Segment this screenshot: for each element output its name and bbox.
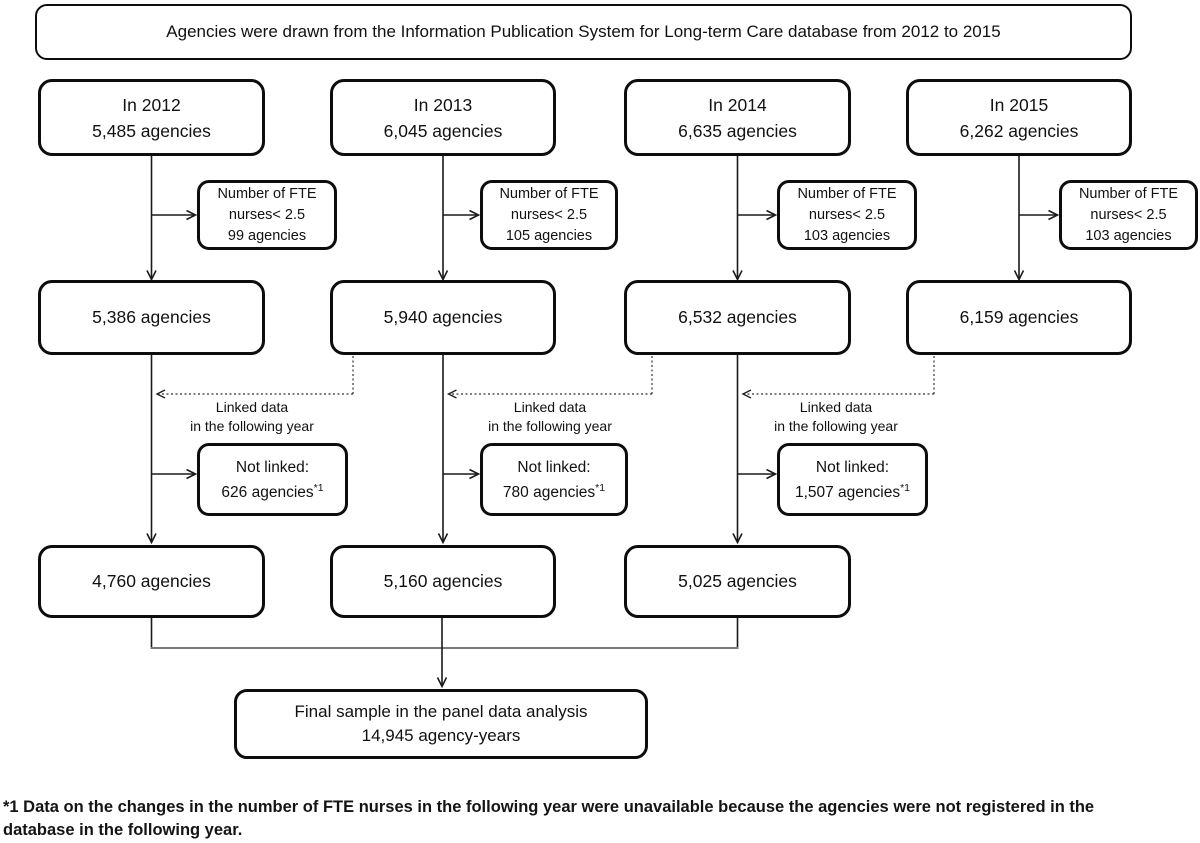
not-linked-box-2014: Not linked: 1,507 agencies*1: [777, 443, 928, 516]
not-linked-box-2013: Not linked: 780 agencies*1: [480, 443, 628, 516]
linked-box-2014: 5,025 agencies: [624, 545, 851, 618]
fte-line2: nurses< 2.5: [808, 206, 886, 223]
fte-line1: Number of FTE: [217, 185, 317, 202]
header-box: Agencies were drawn from the Information…: [35, 4, 1132, 60]
after-fte-count: 6,532 agencies: [678, 307, 797, 327]
fte-exclusion-box-2015: Number of FTE nurses< 2.5 103 agencies: [1059, 180, 1198, 250]
linked-box-2013: 5,160 agencies: [330, 545, 556, 618]
linked-box-2012: 4,760 agencies: [38, 545, 265, 618]
fte-exclusion-box-2014: Number of FTE nurses< 2.5 103 agencies: [777, 180, 917, 250]
linked-count: 5,160 agencies: [383, 571, 503, 591]
not-linked-label: Not linked:: [815, 458, 890, 476]
after-fte-box-2015: 6,159 agencies: [906, 280, 1132, 355]
year-label: In 2012: [122, 94, 181, 115]
not-linked-box-2012: Not linked: 626 agencies*1: [197, 443, 348, 516]
after-fte-count: 5,386 agencies: [92, 307, 211, 327]
dashed-linked-data-arrows: [157, 356, 935, 394]
not-linked-label: Not linked:: [235, 458, 310, 476]
fte-exclusion-box-2013: Number of FTE nurses< 2.5 105 agencies: [480, 180, 618, 250]
not-linked-count: 780 agencies*1: [502, 481, 606, 501]
year-count: 6,262 agencies: [959, 120, 1079, 141]
footnote-line1: *1 Data on the changes in the number of …: [3, 798, 1095, 816]
year-box-2012: In 2012 5,485 agencies: [38, 79, 265, 156]
fte-count: 103 agencies: [803, 227, 891, 244]
year-count: 6,635 agencies: [678, 120, 797, 141]
final-sample-count: 14,945 agency-years: [361, 726, 521, 745]
not-linked-count: 1,507 agencies*1: [794, 481, 911, 501]
after-fte-box-2014: 6,532 agencies: [624, 280, 851, 355]
fte-count: 105 agencies: [505, 227, 593, 244]
fte-line2: nurses< 2.5: [510, 206, 588, 223]
year-box-2013: In 2013 6,045 agencies: [330, 79, 556, 156]
final-sample-label: Final sample in the panel data analysis: [294, 702, 588, 721]
fte-line1: Number of FTE: [1078, 185, 1179, 202]
year-count: 6,045 agencies: [383, 120, 503, 141]
year-label: In 2014: [708, 94, 767, 115]
fte-count: 103 agencies: [1085, 227, 1172, 244]
linked-data-label-2015-to-2014: Linked data in the following year: [774, 399, 898, 434]
linked-count: 4,760 agencies: [92, 571, 211, 591]
final-sample-box: Final sample in the panel data analysis …: [234, 689, 648, 759]
year-box-2014: In 2014 6,635 agencies: [624, 79, 851, 156]
arrows-after-fte-to-linked: [152, 355, 738, 542]
after-fte-count: 5,940 agencies: [383, 307, 503, 327]
arrows-year-to-after-fte: [152, 156, 1020, 279]
merge-bracket: [150, 618, 739, 686]
not-linked-count: 626 agencies*1: [221, 481, 324, 501]
fte-line2: nurses< 2.5: [228, 206, 306, 223]
footnote-line2: database in the following year.: [3, 820, 243, 839]
header-text: Agencies were drawn from the Information…: [166, 22, 1001, 41]
fte-line1: Number of FTE: [797, 185, 897, 202]
after-fte-box-2012: 5,386 agencies: [38, 280, 265, 355]
linked-count: 5,025 agencies: [678, 571, 797, 591]
linked-data-label-2013-to-2012: Linked data in the following year: [190, 399, 314, 434]
not-linked-label: Not linked:: [517, 458, 591, 476]
fte-line2: nurses< 2.5: [1090, 206, 1167, 223]
after-fte-box-2013: 5,940 agencies: [330, 280, 556, 355]
linked-data-label-2014-to-2013: Linked data in the following year: [488, 399, 612, 434]
year-label: In 2015: [989, 94, 1049, 115]
fte-line1: Number of FTE: [499, 185, 599, 202]
year-count: 5,485 agencies: [92, 120, 211, 141]
year-box-2015: In 2015 6,262 agencies: [906, 79, 1132, 156]
fte-count: 99 agencies: [227, 227, 307, 244]
fte-exclusion-box-2012: Number of FTE nurses< 2.5 99 agencies: [197, 180, 337, 250]
footnote: *1 Data on the changes in the number of …: [3, 796, 1183, 841]
after-fte-count: 6,159 agencies: [959, 307, 1079, 327]
year-label: In 2013: [413, 94, 473, 115]
